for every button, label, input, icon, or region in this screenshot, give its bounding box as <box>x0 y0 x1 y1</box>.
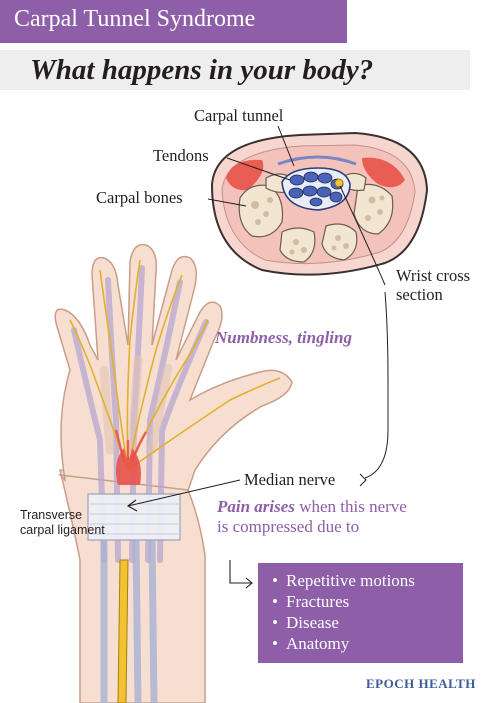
carpal-tunnel-label: Carpal tunnel <box>194 106 284 125</box>
page-title: Carpal Tunnel Syndrome <box>14 6 256 32</box>
bullet-icon: • <box>272 571 278 590</box>
pain-rest: when this nerve is compressed due to <box>217 497 407 536</box>
page-subtitle: What happens in your body? <box>30 54 374 86</box>
bullet-icon: • <box>272 592 278 611</box>
wrist-cross-section <box>210 131 429 276</box>
subtitle-band <box>0 50 470 90</box>
median-nerve-label: Median nerve <box>244 470 336 489</box>
causes-list: •Repetitive motions •Fractures •Disease … <box>258 563 463 654</box>
list-item: • Repetitive motions <box>272 570 463 591</box>
list-item: • Disease <box>272 612 463 633</box>
bullet-icon: • <box>272 613 278 632</box>
bullet-icon: • <box>272 634 278 653</box>
numbness-tingling-label: Numbness, tingling <box>215 328 352 347</box>
ligament-label-line1: Transverse <box>20 508 83 522</box>
carpal-bones-label: Carpal bones <box>96 188 183 207</box>
transverse-carpal-ligament-label: Transverse carpal ligament <box>20 508 105 538</box>
causes-box: •Repetitive motions •Fractures •Disease … <box>258 563 463 663</box>
tendons-label: Tendons <box>153 146 209 165</box>
wrist-cross-section-label-line1: Wrist cross <box>396 266 471 285</box>
pain-emphasis: Pain arises <box>217 497 295 516</box>
cause-label: Fractures <box>286 592 350 611</box>
pain-description: Pain arises when this nerve is compresse… <box>217 497 407 537</box>
hand-illustration <box>54 243 293 703</box>
brand-logo: EPOCH HEALTH <box>366 676 476 691</box>
cause-label: Anatomy <box>286 634 350 653</box>
list-item: • Fractures <box>272 591 463 612</box>
cause-label: Disease <box>286 613 339 632</box>
cause-label: Repetitive motions <box>286 571 415 590</box>
ligament-label-line2: carpal ligament <box>20 523 105 537</box>
title-band <box>0 0 347 43</box>
wrist-cross-section-label-line2: section <box>396 285 443 304</box>
list-item: • Anatomy <box>272 633 463 654</box>
